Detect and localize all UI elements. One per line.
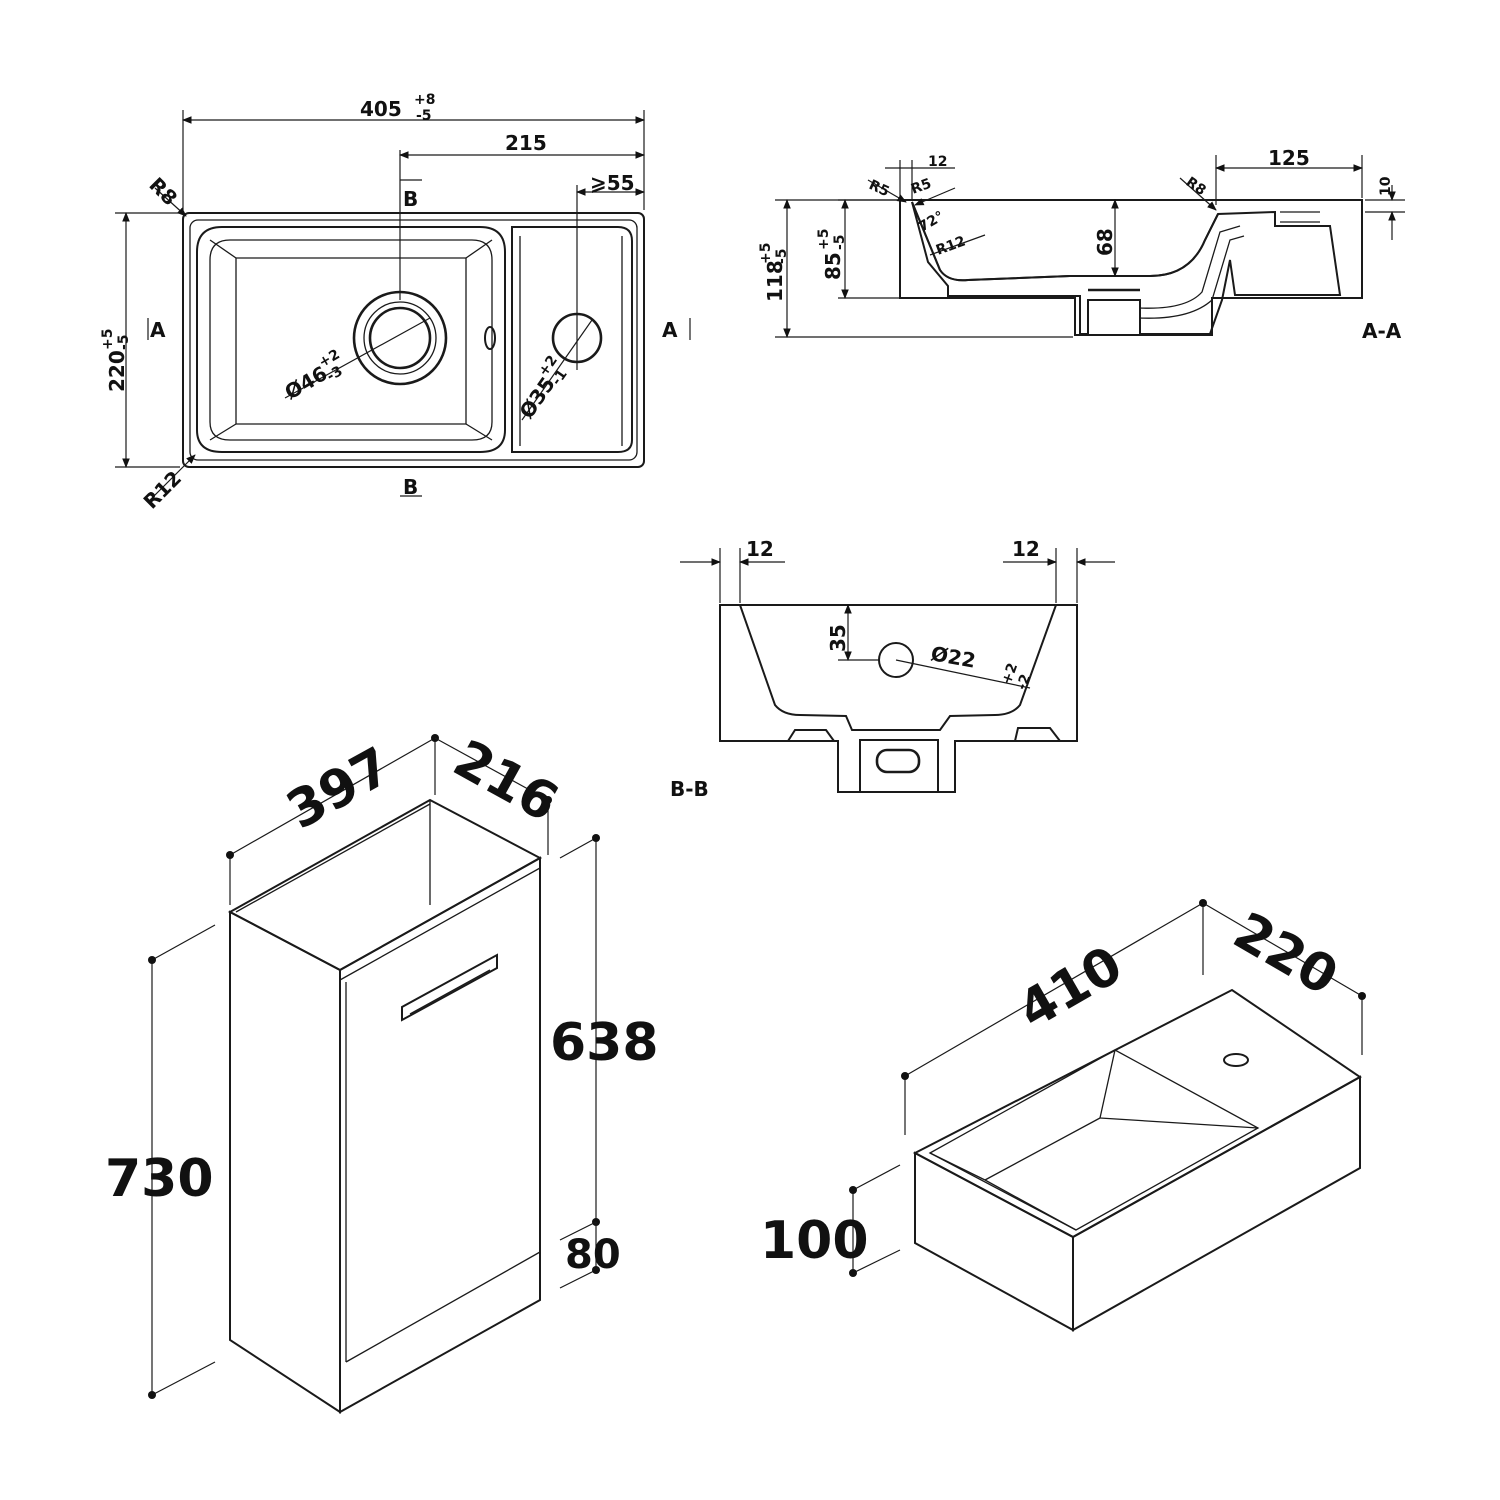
basin-length: 410 [1009,935,1133,1041]
bowl-floor [235,257,467,425]
section-a-marker-left: A [150,318,166,342]
inner-height: 85 [821,252,845,280]
basin-isometric: 410 220 100 [760,899,1366,1332]
basin-iso-side [1072,1075,1361,1332]
overflow-height: 35 [826,624,850,652]
overflow-tol-minus: -2 [1014,672,1034,692]
bowl-inner-line [209,239,493,441]
main-bowl [196,226,506,453]
radius-r12: R12 [934,233,968,258]
section-b-marker-top: B [403,187,418,211]
radius-r8: R8 [1183,174,1209,199]
dim-width-tol-plus: +8 [414,92,435,108]
top-view: 405 +8 -5 215 ⩾55 B B A A 220 +5 -5 R8 [100,92,691,514]
section-aa-label: A-A [1362,319,1402,343]
section-bb-body [719,604,1078,793]
wall-thickness-right: 12 [1012,537,1040,561]
section-a-a: A-A 12 R5 R5 72° R12 R8 125 10 68 85 +5 [758,146,1405,343]
shelf-width: 125 [1268,146,1310,170]
cabinet-body-height: 638 [550,1013,659,1073]
shelf-depth: 10 [1378,176,1394,196]
angle-72: 72° [916,208,947,235]
cabinet-isometric: 397 216 730 638 80 [105,729,659,1414]
cabinet-total-height: 730 [105,1149,214,1209]
dim-depth-tol-plus: +5 [100,329,116,350]
radius-r5-left: R5 [866,177,891,200]
dim-width: 405 [360,97,402,121]
tap-shelf [511,226,633,453]
inner-tol-minus: -5 [832,234,848,250]
cabinet-side [229,910,341,1414]
dim-width-tol-minus: -5 [416,108,432,124]
basin-height: 100 [760,1211,869,1271]
cabinet-depth: 216 [444,729,568,834]
dim-min-edge: ⩾55 [590,171,635,195]
section-b-b: B-B 12 12 35 Ø22 +2 -2 [670,537,1115,801]
total-tol-minus: -5 [774,248,790,264]
total-height: 118 [763,260,787,302]
rim-line [189,219,638,461]
cabinet-plinth-height: 80 [565,1232,621,1278]
inner-tol-plus: +5 [816,229,832,250]
section-a-marker-right: A [662,318,678,342]
basin-iso-bowl [928,1049,1260,1231]
section-b-marker-bottom: B [403,475,418,499]
radius-r5-right: R5 [909,176,934,198]
total-tol-plus: +5 [758,243,774,264]
cabinet-front [339,856,541,1414]
waste-tol-minus: -3 [324,363,345,385]
rim-width: 12 [928,154,947,170]
corner-radius-outer: R8 [144,173,182,211]
waste-outlet [352,290,448,386]
dim-depth: 220 [105,350,129,392]
basin-iso-front [914,1151,1074,1332]
overflow-tol-plus: +2 [999,661,1021,687]
basin-width: 220 [1224,901,1348,1007]
basin-iso-tap-hole [1223,1053,1249,1067]
wall-thickness-left: 12 [746,537,774,561]
overflow-slot [484,326,496,350]
cabinet-door-handle [401,953,498,1022]
bowl-depth: 68 [1093,228,1117,256]
section-bb-label: B-B [670,777,709,801]
dim-waste-offset: 215 [505,131,547,155]
dim-depth-tol-minus: -5 [116,334,132,350]
tap-tol-minus: -1 [549,367,571,389]
basin-outline [182,212,645,468]
section-aa-body [899,199,1363,336]
corner-radius-inner: R12 [139,466,187,514]
